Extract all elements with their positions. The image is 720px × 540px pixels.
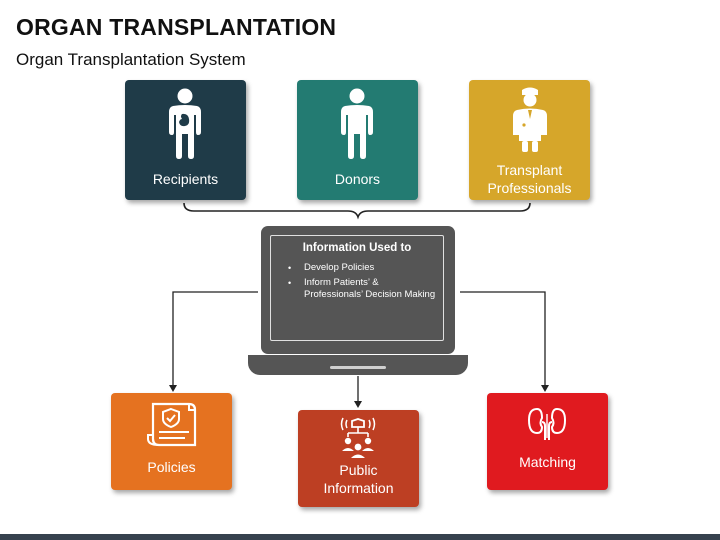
laptop-base: [248, 355, 468, 375]
kidneys-icon: [527, 407, 567, 440]
recipient-person-icon: [169, 88, 201, 159]
matching-card: Matching: [487, 393, 608, 490]
public-information-icon: [340, 417, 376, 458]
policies-label: Policies: [147, 459, 196, 475]
info-item: •Develop Policies: [288, 262, 375, 273]
info-panel: Information Used to •Develop Policies •I…: [270, 235, 444, 341]
laptop-notch: [330, 366, 386, 369]
arrow-to-policies: [172, 291, 258, 386]
public-information-card: Public Information: [298, 410, 419, 507]
transplant-professionals-card: Transplant Professionals: [469, 80, 590, 200]
donors-label: Donors: [334, 171, 381, 187]
policies-card: Policies: [111, 393, 232, 490]
matching-label: Matching: [519, 454, 576, 470]
transplant-professionals-label: Transplant Professionals: [487, 162, 572, 196]
arrow-to-matching: [460, 291, 546, 386]
grouping-brace: [183, 202, 531, 220]
bottom-bar: [0, 534, 720, 540]
page-title: ORGAN TRANSPLANTATION: [16, 14, 337, 40]
donor-person-icon: [341, 88, 373, 159]
recipients-label: Recipients: [152, 171, 219, 187]
page-subtitle: Organ Transplantation System: [16, 50, 246, 69]
info-heading: Information Used to: [302, 242, 412, 254]
donors-card: Donors: [297, 80, 418, 200]
policy-document-icon: [147, 402, 197, 447]
laptop-screen: Information Used to •Develop Policies •I…: [261, 226, 455, 354]
recipients-card: Recipients: [125, 80, 246, 200]
info-item: •Inform Patients’ & Professionals’ Decis…: [288, 277, 436, 300]
doctor-icon: [513, 87, 547, 152]
info-list: •Develop Policies •Inform Patients’ & Pr…: [285, 262, 437, 304]
public-information-label: Public Information: [323, 462, 394, 496]
